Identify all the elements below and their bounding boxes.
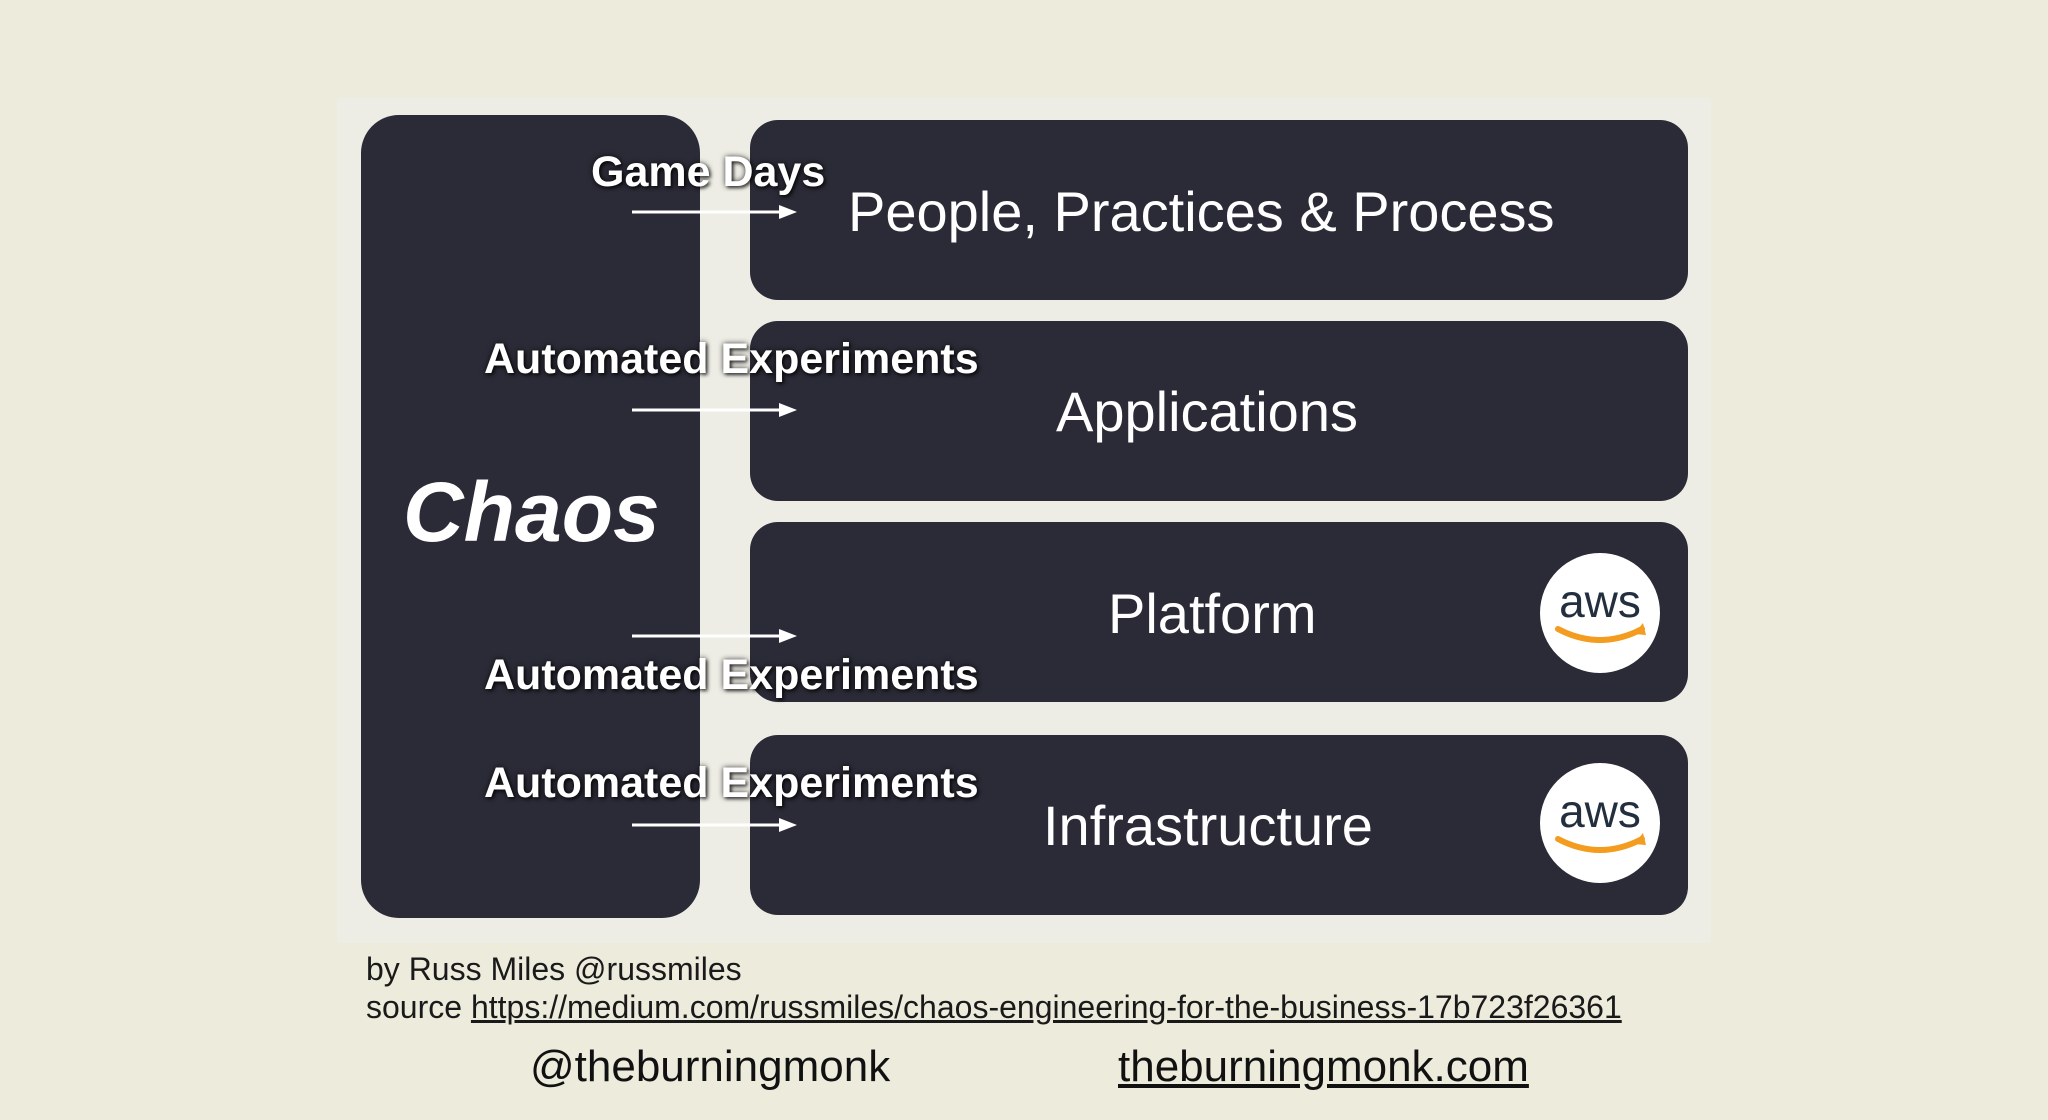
- layer-infrastructure: [750, 735, 1688, 915]
- credit-author: by Russ Miles @russmiles: [366, 951, 742, 987]
- arrow-label-applications: Automated Experiments: [484, 335, 979, 383]
- layer-people-practices-process: [750, 120, 1688, 300]
- layer-label-infrastructure: Infrastructure: [1043, 794, 1373, 857]
- layer-platform: [750, 522, 1688, 702]
- aws-logo-infrastructure: aws: [1540, 763, 1660, 883]
- arrow-platform: [632, 629, 797, 643]
- aws-logo-platform: aws: [1540, 553, 1660, 673]
- aws-icon: aws: [1555, 575, 1646, 643]
- arrow-game-days: [632, 205, 797, 219]
- credit-source-link[interactable]: https://medium.com/russmiles/chaos-engin…: [470, 989, 1622, 1025]
- chaos-box: [361, 115, 700, 918]
- layer-label-applications: Applications: [1056, 380, 1358, 443]
- layer-applications: [750, 321, 1688, 501]
- svg-text:aws: aws: [1559, 575, 1641, 627]
- credit-source-prefix: source: [366, 989, 463, 1025]
- layer-label-people-practices-process: People, Practices & Process: [848, 180, 1555, 243]
- arrow-label-platform: Automated Experiments: [484, 651, 979, 699]
- brand-handle: @theburningmonk: [530, 1042, 891, 1091]
- arrow-applications: [632, 403, 797, 417]
- chaos-label: Chaos: [403, 465, 660, 559]
- arrow-label-infrastructure: Automated Experiments: [484, 759, 979, 807]
- credit-source: source https://medium.com/russmiles/chao…: [366, 991, 1622, 1023]
- aws-icon: aws: [1555, 785, 1646, 853]
- arrow-infrastructure: [632, 818, 797, 832]
- layer-label-platform: Platform: [1108, 582, 1317, 645]
- arrow-label-game-days: Game Days: [591, 148, 826, 196]
- brand-site-link[interactable]: theburningmonk.com: [1118, 1042, 1529, 1091]
- svg-text:aws: aws: [1559, 785, 1641, 837]
